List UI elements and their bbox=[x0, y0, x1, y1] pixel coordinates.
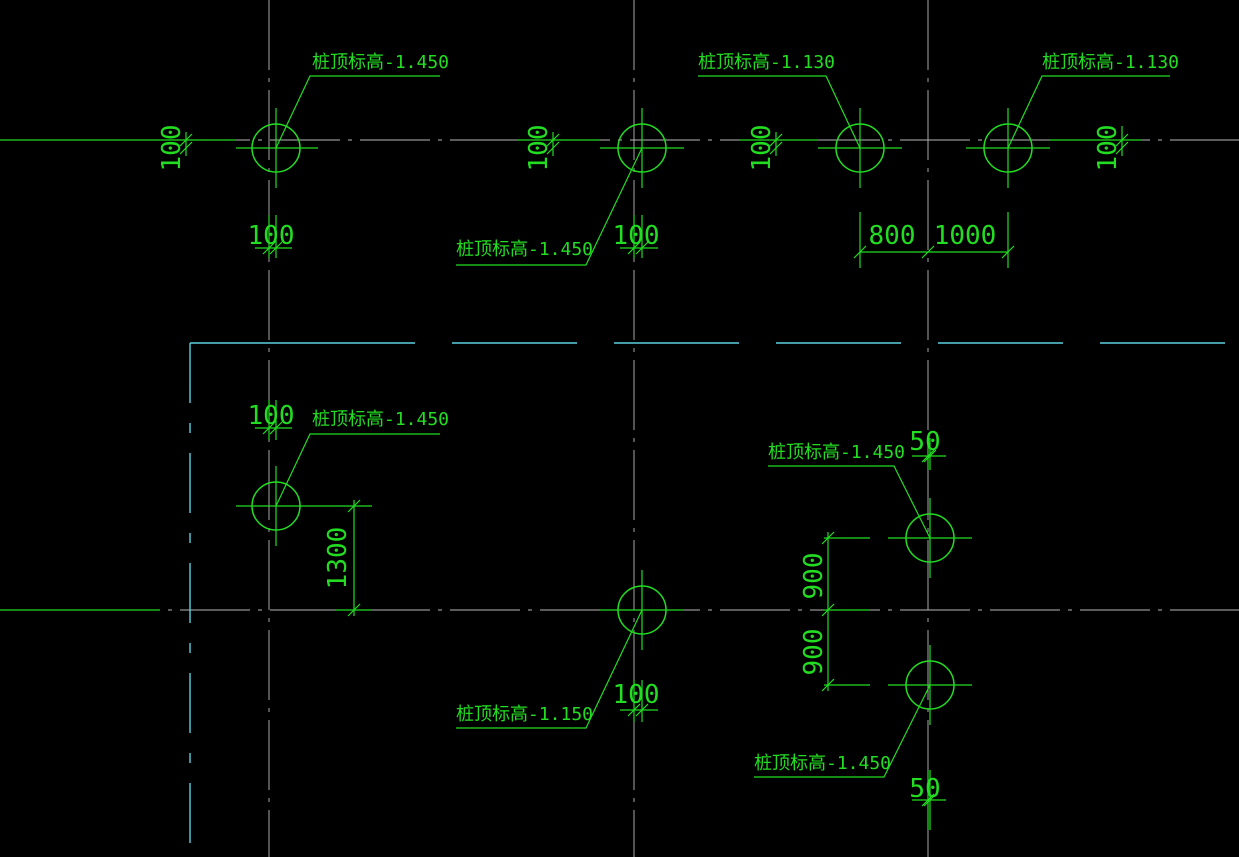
leader-3 bbox=[1007, 75, 1170, 149]
leader-4 bbox=[456, 147, 643, 266]
pile-1 bbox=[236, 108, 318, 188]
pile-label-7: 桩顶标高-1.150 bbox=[456, 704, 593, 725]
pile-label-4: 桩顶标高-1.450 bbox=[456, 239, 593, 260]
boundary-lines bbox=[189, 342, 1239, 857]
pile-label-2: 桩顶标高-1.130 bbox=[698, 52, 835, 73]
pile-label-3: 桩顶标高-1.130 bbox=[1042, 52, 1179, 73]
leader-6 bbox=[768, 465, 931, 539]
dim-text-14: 100 bbox=[613, 680, 660, 710]
leader-8 bbox=[754, 684, 931, 778]
dimension-lines bbox=[150, 126, 1142, 830]
leader-lines bbox=[275, 75, 1170, 778]
leader-7 bbox=[456, 609, 643, 729]
pile-5 bbox=[236, 466, 318, 546]
dim-text-2: 100 bbox=[524, 125, 554, 172]
dim-text-8: 1000 bbox=[934, 221, 997, 251]
dim-text-15: 50 bbox=[909, 774, 940, 804]
dim-text-9: 100 bbox=[248, 401, 295, 431]
dim-text-5: 100 bbox=[248, 221, 295, 251]
dim-text-6: 100 bbox=[613, 221, 660, 251]
dim-text-3: 100 bbox=[747, 125, 777, 172]
pile-labels: 桩顶标高-1.450 桩顶标高-1.130 桩顶标高-1.130 桩顶标高-1.… bbox=[312, 52, 1179, 774]
dim-text-7: 800 bbox=[869, 221, 916, 251]
dimension-texts: 100 100 100 100 100 100 800 1000 100 130… bbox=[157, 125, 1123, 804]
dim-text-12: 900 bbox=[799, 553, 829, 600]
pile-label-5: 桩顶标高-1.450 bbox=[312, 409, 449, 430]
dim-text-10: 1300 bbox=[323, 527, 353, 590]
dim-text-4: 100 bbox=[1093, 125, 1123, 172]
pile-label-8: 桩顶标高-1.450 bbox=[754, 753, 891, 774]
dim-text-1: 100 bbox=[157, 125, 187, 172]
dim-text-13: 900 bbox=[799, 629, 829, 676]
pile-label-6: 桩顶标高-1.450 bbox=[768, 442, 905, 463]
pile-label-1: 桩顶标高-1.450 bbox=[312, 52, 449, 73]
leader-5 bbox=[275, 433, 440, 507]
leader-2 bbox=[698, 75, 861, 149]
leader-1 bbox=[275, 75, 440, 149]
dim-text-11: 50 bbox=[909, 427, 940, 457]
